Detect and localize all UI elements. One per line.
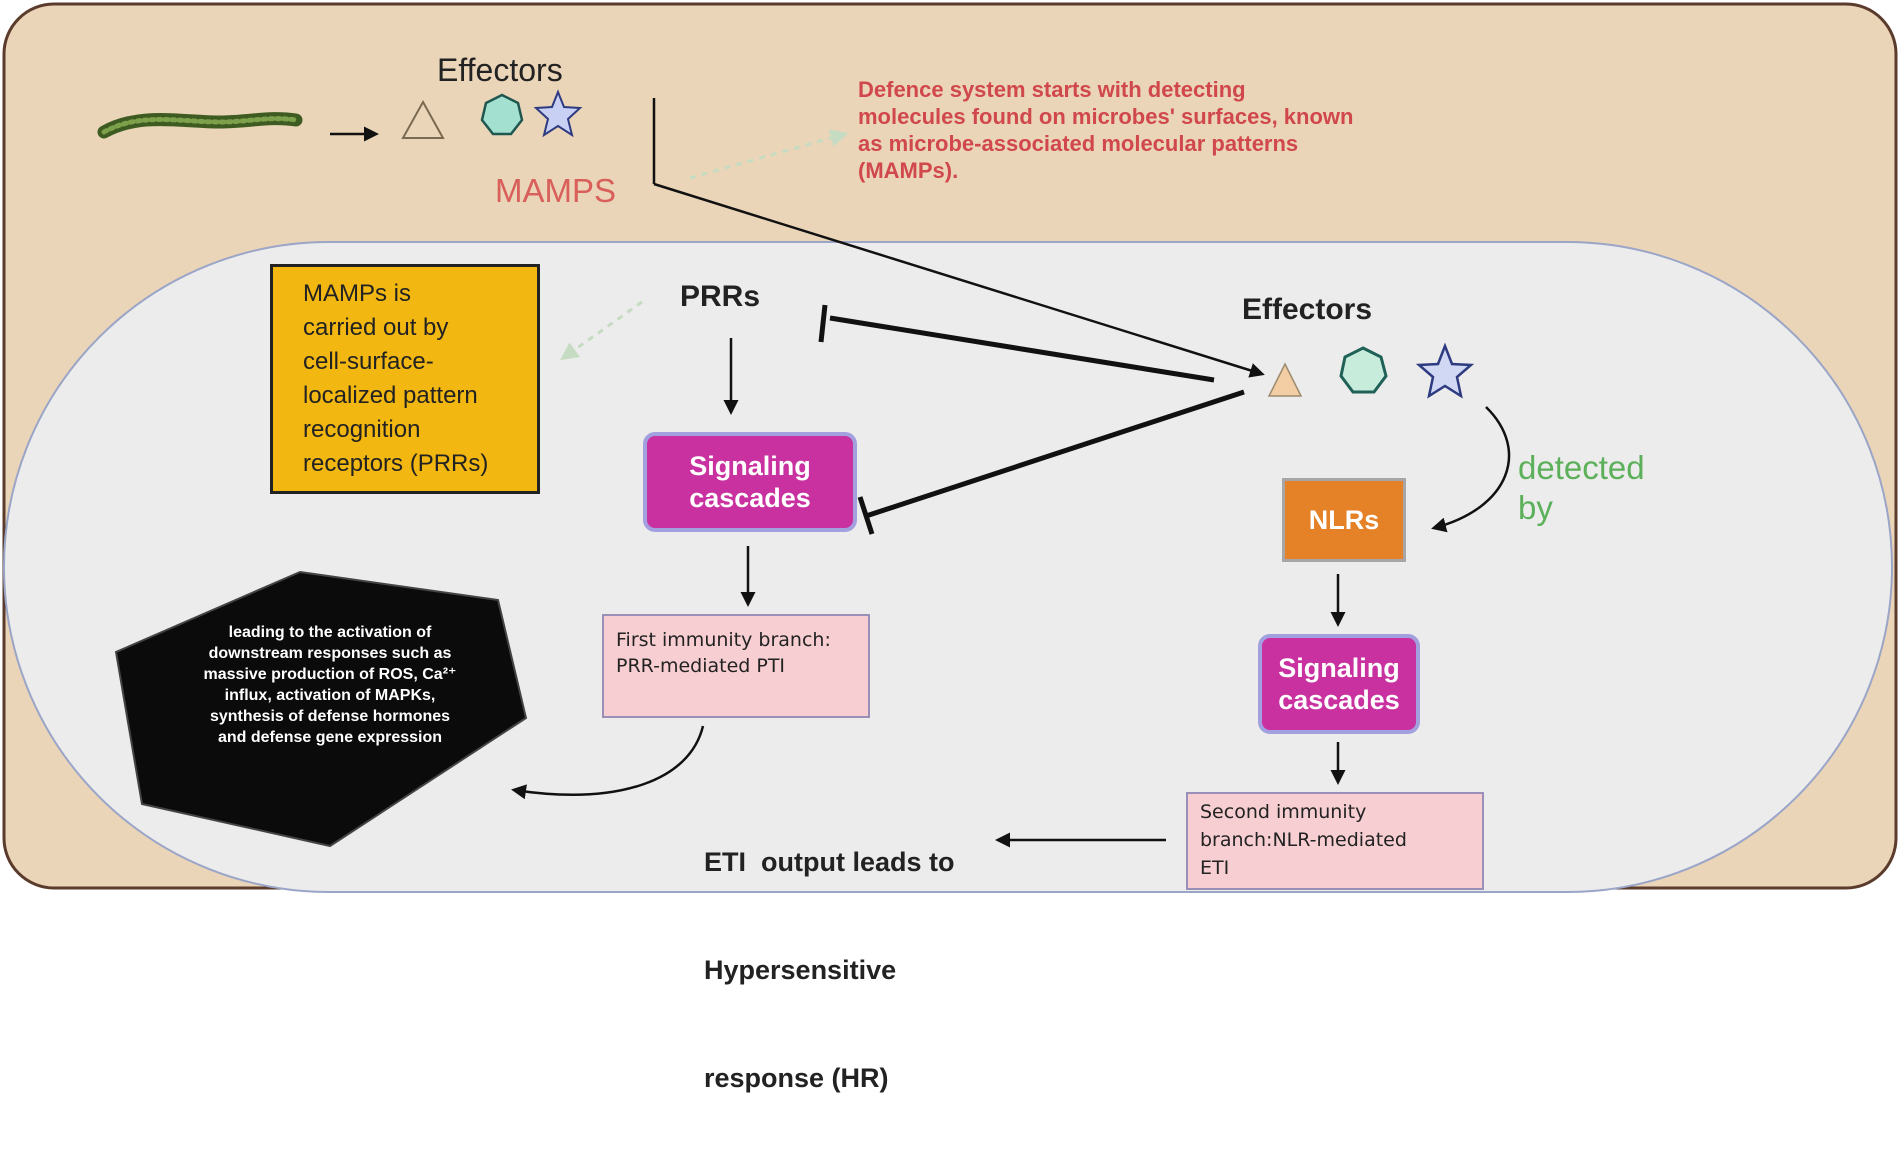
prr-note-box: MAMPs is carried out by cell-surface- lo… bbox=[270, 264, 540, 494]
effector-entry-line bbox=[653, 182, 1265, 378]
left-signaling-line: cascades bbox=[689, 483, 811, 513]
eti-output-line: response (HR) bbox=[704, 1063, 889, 1093]
inhibit-signaling-line bbox=[865, 389, 1245, 519]
cell-effector-star-icon bbox=[1415, 342, 1475, 399]
hexagon-line: massive production of ROS, Ca²⁺ bbox=[203, 666, 457, 683]
prr-note-line: cell-surface- bbox=[303, 348, 434, 375]
left-signaling-box: Signaling cascades bbox=[643, 432, 857, 532]
eti-output-line: ETI output leads to bbox=[704, 847, 955, 877]
effector-triangle-icon bbox=[401, 99, 445, 139]
defence-note-line: molecules found on microbes' surfaces, k… bbox=[858, 104, 1354, 129]
second-branch-line: ETI bbox=[1200, 857, 1230, 879]
eti-output-text: ETI output leads to Hypersensitive respo… bbox=[704, 772, 955, 1168]
inhibit-signaling-bar bbox=[857, 496, 875, 535]
mamps-label: MAMPS bbox=[495, 172, 617, 209]
cell-effector-heptagon-icon bbox=[1339, 346, 1388, 394]
nlrs-label: NLRs bbox=[1308, 504, 1380, 535]
defence-note-line: Defence system starts with detecting bbox=[858, 77, 1246, 102]
cell-effector-triangle-icon bbox=[1267, 362, 1303, 397]
first-branch-line: First immunity branch: bbox=[616, 629, 831, 651]
branch-to-hexagon-arrow bbox=[511, 725, 705, 800]
inhibit-prrs-bar bbox=[818, 304, 828, 343]
hexagon-line: synthesis of defense hormones bbox=[209, 708, 451, 725]
hexagon-line: downstream responses such as bbox=[208, 645, 452, 662]
hexagon-line: and defense gene expression bbox=[217, 729, 443, 746]
second-branch-line: branch:NLR-mediated bbox=[1200, 829, 1407, 851]
left-signaling-line: Signaling bbox=[689, 450, 811, 481]
defence-note: Defence system starts with detecting mol… bbox=[858, 76, 1498, 184]
cell-effectors-label: Effectors bbox=[1242, 293, 1373, 326]
prr-note-line: receptors (PRRs) bbox=[303, 450, 489, 477]
defence-note-line: as microbe-associated molecular patterns bbox=[858, 131, 1299, 156]
nlrs-box: NLRs bbox=[1282, 478, 1406, 562]
response-hexagon bbox=[114, 570, 528, 848]
outer-effectors-label: Effectors bbox=[437, 52, 563, 88]
prr-note-line: carried out by bbox=[303, 314, 449, 341]
detected-by-line: detected bbox=[1518, 449, 1645, 486]
detected-by-label: detected by bbox=[1518, 448, 1645, 528]
defence-note-line: (MAMPs). bbox=[858, 158, 959, 183]
right-signaling-line: Signaling bbox=[1278, 652, 1400, 683]
detected-by-line: by bbox=[1518, 489, 1553, 526]
mamps-dashed-arrow bbox=[689, 129, 849, 180]
hexagon-line: leading to the activation of bbox=[228, 624, 432, 641]
right-signaling-box: Signaling cascades bbox=[1258, 634, 1420, 734]
inhibit-prrs-line bbox=[829, 315, 1215, 383]
prr-note-line: MAMPs is bbox=[303, 280, 411, 307]
prrs-label: PRRs bbox=[680, 280, 761, 313]
prr-note-line: recognition bbox=[303, 416, 421, 443]
eti-output-line: Hypersensitive bbox=[704, 955, 897, 985]
second-branch-box: Second immunity branch:NLR-mediated ETI bbox=[1186, 792, 1484, 890]
hexagon-text: leading to the activation of downstream … bbox=[140, 622, 520, 748]
immune-diagram: Effectors MAMPS Defence system starts wi… bbox=[2, 2, 1898, 1093]
right-signaling-line: cascades bbox=[1278, 685, 1400, 715]
effector-star-icon bbox=[533, 89, 583, 138]
second-branch-line: Second immunity bbox=[1200, 801, 1367, 823]
hexagon-line: influx, activation of MAPKs, bbox=[224, 687, 436, 704]
prrs-dashed-arrow bbox=[560, 300, 643, 361]
first-branch-line: PRR-mediated PTI bbox=[616, 654, 786, 677]
prr-note-line: localized pattern bbox=[303, 382, 478, 409]
first-branch-box: First immunity branch: PRR-mediated PTI bbox=[602, 614, 870, 718]
effector-heptagon-icon bbox=[480, 93, 524, 136]
detected-by-arrow bbox=[1431, 406, 1511, 533]
